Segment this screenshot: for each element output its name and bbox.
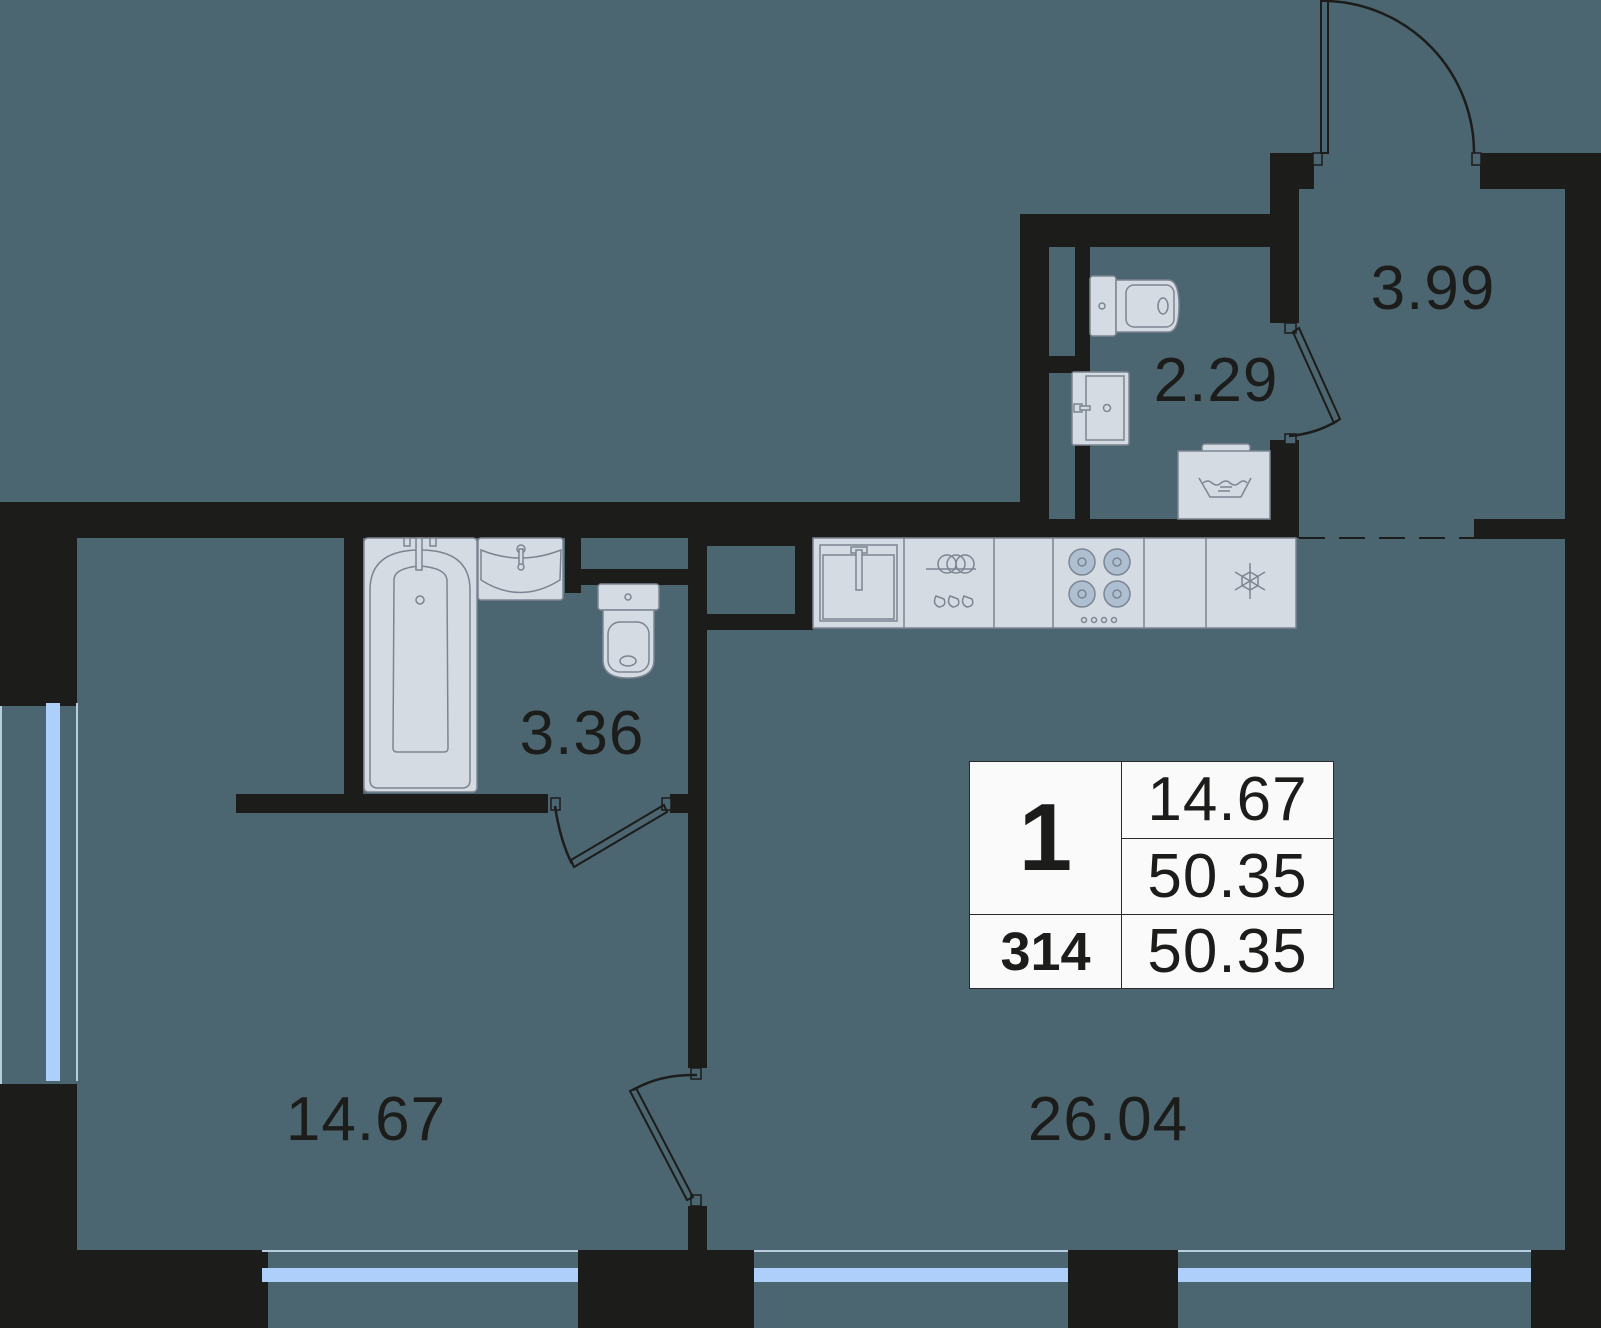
total-area: 50.35 <box>1122 839 1333 915</box>
walls <box>0 153 1601 1328</box>
toilet-icon <box>597 583 660 679</box>
bathroom-door[interactable] <box>550 797 672 869</box>
apartment-number: 314 <box>970 915 1122 988</box>
wc-washbasin-icon <box>1071 371 1130 446</box>
wc-toilet-icon <box>1089 275 1180 337</box>
living-area: 14.67 <box>1122 762 1333 839</box>
area-with-balcony: 50.35 <box>1147 916 1308 986</box>
snowflake-icon <box>1234 563 1266 599</box>
kitchen-sink-icon <box>819 544 898 622</box>
washing-machine-icon <box>1177 443 1271 520</box>
bathtub-icon <box>363 537 478 793</box>
room-area-bathroom: 3.36 <box>519 699 645 768</box>
apartment-summary-table: 1 14.67 50.35 314 50.35 <box>969 761 1334 989</box>
dishes-icon <box>926 554 976 608</box>
rooms-count: 1 <box>970 762 1122 915</box>
room-area-wc: 2.29 <box>1153 346 1279 415</box>
wc-door[interactable] <box>1284 322 1342 445</box>
room-area-entrance: 3.99 <box>1370 254 1496 323</box>
kitchen-counter <box>812 537 1297 629</box>
windows <box>0 703 1531 1282</box>
room-area-living-kitchen: 26.04 <box>1027 1085 1189 1154</box>
washbasin-icon <box>477 537 564 601</box>
entrance-door[interactable] <box>1312 0 1482 166</box>
room-area-bedroom: 14.67 <box>285 1085 447 1154</box>
bedroom-door[interactable] <box>628 1067 702 1207</box>
burner-icon <box>1068 548 1131 624</box>
